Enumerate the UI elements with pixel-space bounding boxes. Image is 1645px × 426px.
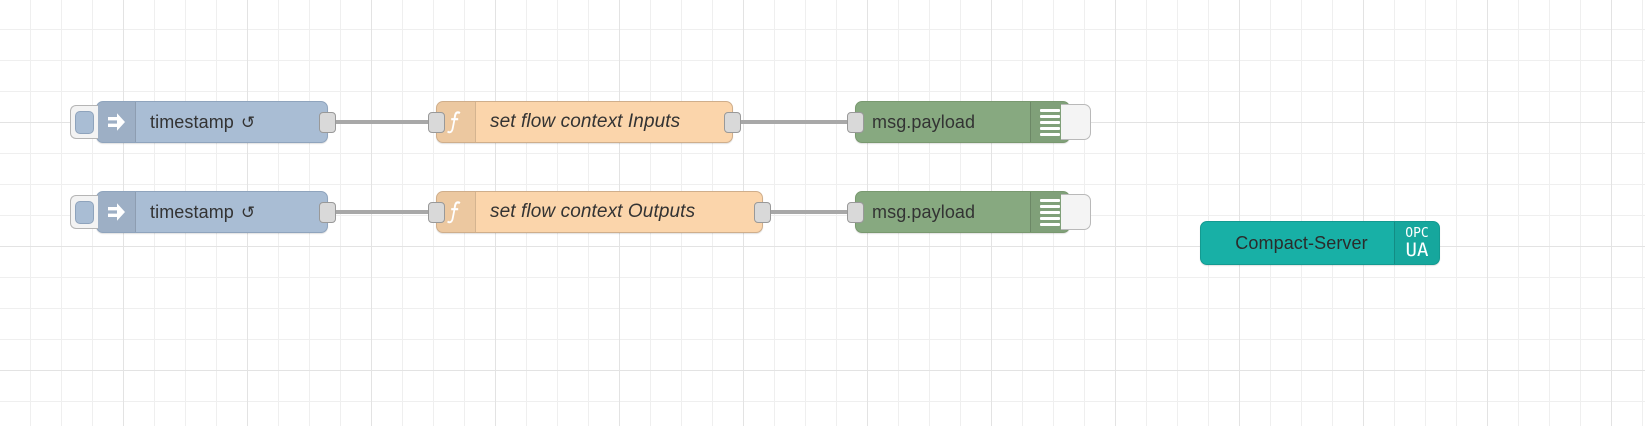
node-inject-2[interactable]: timestamp ↺ [70, 191, 336, 233]
inject-label-text: timestamp [150, 201, 234, 222]
wire-inject2-function2[interactable] [330, 210, 438, 214]
inject-arrow-icon [97, 102, 136, 142]
inject-label-text: timestamp [150, 111, 234, 132]
node-debug-2[interactable]: msg.payload [847, 191, 1091, 233]
wire-inject1-function1[interactable] [330, 120, 438, 124]
input-port[interactable] [847, 202, 864, 223]
output-port[interactable] [319, 112, 336, 133]
repeat-icon: ↺ [240, 112, 256, 132]
opc-ua-icon: OPC UA [1394, 222, 1439, 264]
debug-status-tab [1061, 194, 1091, 230]
inject-trigger-button[interactable] [70, 105, 98, 139]
output-port[interactable] [754, 202, 771, 223]
node-label: set flow context Inputs [490, 111, 681, 132]
debug-toggle-icon [1040, 108, 1060, 136]
inject-trigger-knob [75, 200, 94, 224]
inject-trigger-knob [75, 110, 94, 134]
node-label: timestamp ↺ [136, 192, 327, 232]
inject-arrow-icon [97, 192, 136, 232]
node-label: msg.payload [872, 111, 976, 132]
node-function-1[interactable]: set flow context Inputs [428, 101, 741, 143]
opc-ua-icon-line1: OPC [1405, 225, 1429, 241]
input-port[interactable] [428, 112, 445, 133]
wire-function2-debug2[interactable] [764, 210, 858, 214]
node-label: msg.payload [872, 201, 976, 222]
input-port[interactable] [428, 202, 445, 223]
output-port[interactable] [319, 202, 336, 223]
repeat-icon: ↺ [240, 202, 256, 222]
debug-toggle-icon [1040, 198, 1060, 226]
node-label: timestamp ↺ [136, 102, 327, 142]
output-port[interactable] [724, 112, 741, 133]
node-label: set flow context Outputs [490, 201, 696, 222]
node-function-2[interactable]: set flow context Outputs [428, 191, 771, 233]
node-inject-1[interactable]: timestamp ↺ [70, 101, 336, 143]
input-port[interactable] [847, 112, 864, 133]
wire-function1-debug1[interactable] [734, 120, 858, 124]
opc-ua-icon-line2: UA [1405, 238, 1429, 261]
inject-trigger-button[interactable] [70, 195, 98, 229]
node-debug-1[interactable]: msg.payload [847, 101, 1091, 143]
debug-status-tab [1061, 104, 1091, 140]
node-label: Compact-Server [1235, 232, 1368, 253]
node-opcua-server[interactable]: Compact-Server OPC UA [1200, 221, 1440, 265]
